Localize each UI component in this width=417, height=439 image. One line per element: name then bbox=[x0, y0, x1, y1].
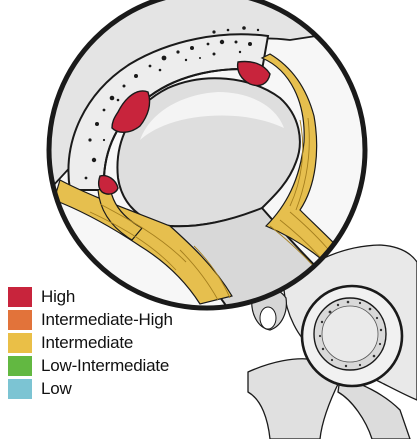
legend-label-low: Low bbox=[41, 379, 72, 399]
legend-swatch-intermediate-high bbox=[8, 310, 32, 330]
legend-swatch-intermediate bbox=[8, 333, 32, 353]
legend-label-intermediate-high: Intermediate-High bbox=[41, 310, 173, 330]
legend-label-low-intermediate: Low-Intermediate bbox=[41, 356, 169, 376]
legend-swatch-low-intermediate bbox=[8, 356, 32, 376]
legend-swatch-low bbox=[8, 379, 32, 399]
legend-item-intermediate-high: Intermediate-High bbox=[8, 309, 173, 331]
legend-label-intermediate: Intermediate bbox=[41, 333, 133, 353]
legend-item-intermediate: Intermediate bbox=[8, 332, 173, 354]
legend: High Intermediate-High Intermediate Low-… bbox=[8, 286, 173, 401]
legend-swatch-high bbox=[8, 287, 32, 307]
legend-label-high: High bbox=[41, 287, 75, 307]
obturator-foramen-overview bbox=[260, 307, 276, 329]
legend-item-low-intermediate: Low-Intermediate bbox=[8, 355, 173, 377]
legend-item-low: Low bbox=[8, 378, 173, 400]
legend-item-high: High bbox=[8, 286, 173, 308]
